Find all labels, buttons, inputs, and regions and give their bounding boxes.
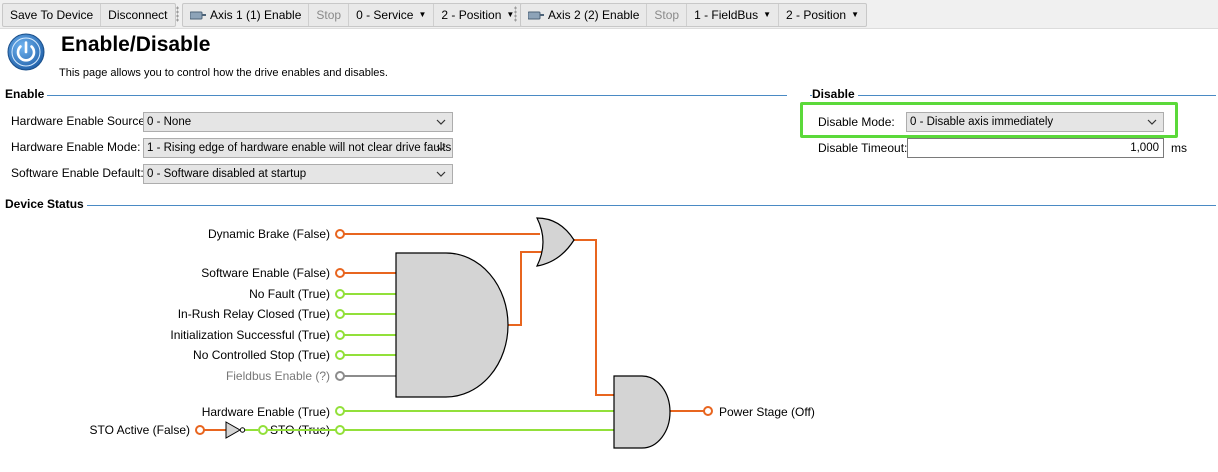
power-icon (7, 33, 45, 71)
axis2-stop-button[interactable]: Stop (647, 4, 688, 26)
signal-power-stage-label: Power Stage (Off) (719, 405, 815, 419)
device-status-title: Device Status (5, 197, 87, 211)
signal-hardware-enable-label: Hardware Enable (True) (201, 405, 330, 419)
axis1-stop-button[interactable]: Stop (309, 4, 350, 26)
axis2-mode-dropdown[interactable]: 1 - FieldBus ▼ (687, 4, 780, 26)
terminal-inrush-relay (335, 309, 345, 319)
toolbar-grip[interactable] (176, 6, 179, 22)
axis1-position-label: 2 - Position (441, 8, 502, 22)
hardware-enable-mode-value: 1 - Rising edge of hardware enable will … (147, 142, 452, 154)
terminal-sto-active (195, 425, 205, 435)
axis2-mode-label: 1 - FieldBus (694, 8, 759, 22)
terminal-sto-left (258, 425, 268, 435)
chevron-down-icon (436, 171, 446, 177)
toolbar-axis2-group: Axis 2 (2) Enable Stop 1 - FieldBus ▼ 2 … (520, 3, 867, 27)
terminal-fieldbus-enable (335, 371, 345, 381)
axis2-enable-button[interactable]: Axis 2 (2) Enable (521, 4, 648, 26)
axis2-position-dropdown[interactable]: 2 - Position ▼ (779, 4, 866, 26)
disable-section-title: Disable (812, 87, 858, 101)
axis1-mode-label: 0 - Service (356, 8, 414, 22)
caret-down-icon: ▼ (506, 10, 515, 19)
enable-section-divider (5, 95, 787, 96)
toolbar: Save To Device Disconnect Axis 1 (1) Ena… (0, 0, 1218, 29)
toolbar-device-group: Save To Device Disconnect (2, 3, 176, 27)
signal-dynamic-brake-label: Dynamic Brake (False) (207, 227, 330, 241)
hardware-enable-mode-select[interactable]: 1 - Rising edge of hardware enable will … (143, 138, 453, 158)
or-gate (535, 217, 575, 267)
disable-section-divider (810, 95, 1216, 96)
hardware-enable-source-label: Hardware Enable Source: (11, 114, 149, 128)
disable-timeout-input[interactable]: 1,000 (907, 138, 1164, 158)
terminal-no-controlled-stop (335, 350, 345, 360)
and-gate-main (395, 252, 509, 398)
signal-software-enable-label: Software Enable (False) (201, 266, 330, 280)
caret-down-icon: ▼ (851, 10, 859, 19)
terminal-no-fault (335, 289, 345, 299)
terminal-software-enable (335, 268, 345, 278)
motor-icon (528, 11, 544, 20)
software-enable-default-label: Software Enable Default: (11, 166, 144, 180)
signal-no-controlled-stop-label: No Controlled Stop (True) (193, 348, 330, 362)
axis1-position-dropdown[interactable]: 2 - Position ▼ (434, 4, 521, 26)
axis1-enable-button[interactable]: Axis 1 (1) Enable (183, 4, 310, 26)
signal-fieldbus-enable-label: Fieldbus Enable (?) (225, 369, 330, 383)
axis1-mode-dropdown[interactable]: 0 - Service ▼ (349, 4, 435, 26)
save-to-device-button[interactable]: Save To Device (3, 4, 102, 26)
disable-mode-value: 0 - Disable axis immediately (910, 116, 1054, 128)
enable-section-title: Enable (5, 87, 48, 101)
axis1-enable-label: Axis 1 (1) Enable (210, 8, 302, 22)
software-enable-default-value: 0 - Software disabled at startup (147, 168, 307, 180)
toolbar-grip[interactable] (514, 6, 517, 22)
axis2-enable-label: Axis 2 (2) Enable (548, 8, 640, 22)
page-title: Enable/Disable (61, 33, 211, 56)
hardware-enable-source-select[interactable]: 0 - None (143, 112, 453, 132)
signal-inrush-relay-label: In-Rush Relay Closed (True) (177, 307, 330, 321)
caret-down-icon: ▼ (763, 10, 772, 19)
signal-no-fault-label: No Fault (True) (249, 287, 330, 301)
and-gate-power-stage (613, 375, 671, 449)
disable-timeout-label: Disable Timeout: (818, 141, 908, 155)
terminal-init-success (335, 330, 345, 340)
terminal-sto (335, 425, 345, 435)
terminal-dynamic-brake (335, 229, 345, 239)
wire-or-to-and2 (574, 239, 614, 396)
hardware-enable-mode-label: Hardware Enable Mode: (11, 140, 141, 154)
page-description: This page allows you to control how the … (59, 67, 388, 79)
disable-timeout-unit: ms (1171, 141, 1187, 155)
disable-mode-select[interactable]: 0 - Disable axis immediately (906, 112, 1164, 132)
chevron-down-icon (1147, 119, 1157, 125)
not-gate-bubble (239, 427, 246, 433)
signal-init-success-label: Initialization Successful (True) (170, 328, 330, 342)
device-status-divider (5, 205, 1216, 206)
wire-and1-to-or (508, 251, 544, 326)
signal-sto-active-label: STO Active (False) (89, 423, 190, 437)
motor-icon (190, 11, 206, 20)
terminal-hardware-enable (335, 406, 345, 416)
chevron-down-icon (436, 119, 446, 125)
axis2-position-label: 2 - Position (786, 8, 847, 22)
software-enable-default-select[interactable]: 0 - Software disabled at startup (143, 164, 453, 184)
disconnect-button[interactable]: Disconnect (108, 8, 168, 22)
disable-mode-label: Disable Mode: (818, 115, 895, 129)
not-gate (225, 421, 242, 439)
hardware-enable-source-value: 0 - None (147, 116, 192, 128)
caret-down-icon: ▼ (418, 10, 427, 19)
chevron-down-icon (436, 145, 446, 151)
toolbar-axis1-group: Axis 1 (1) Enable Stop 0 - Service ▼ 2 -… (182, 3, 523, 27)
terminal-power-stage (703, 406, 713, 416)
disable-mode-highlight (800, 102, 1178, 138)
